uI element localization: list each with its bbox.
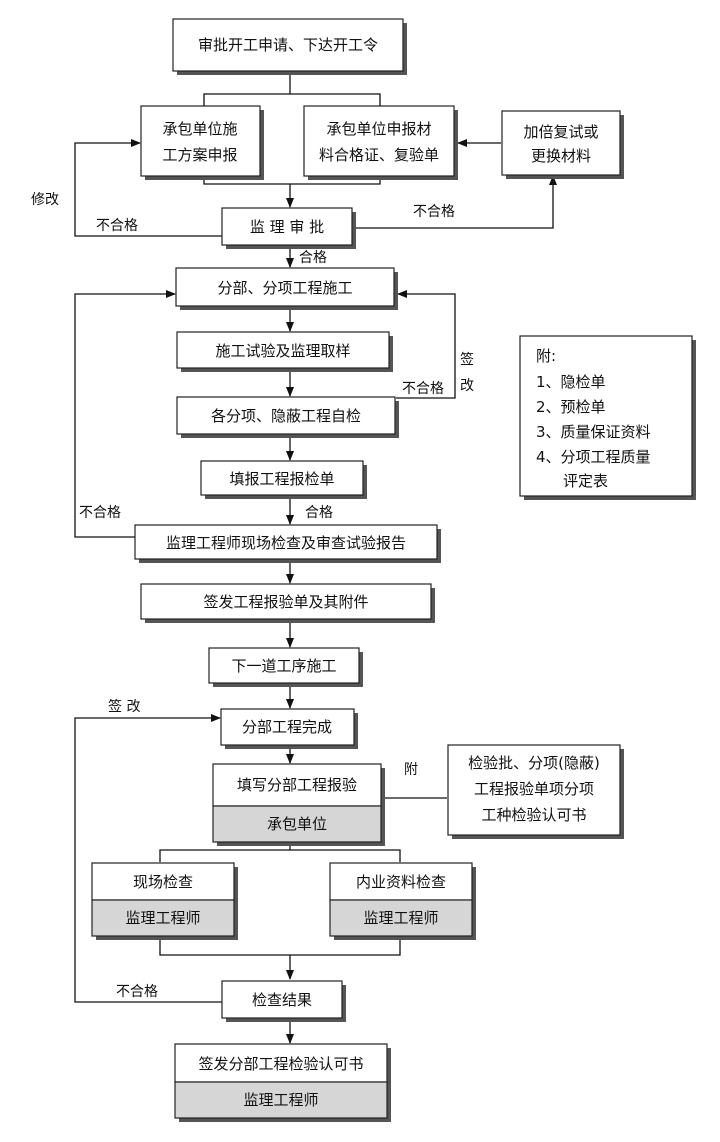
approve-start-text: 审批开工申请、下达开工令 — [198, 36, 378, 54]
self-check-box: 各分项、隐蔽工程自检 — [176, 396, 399, 438]
site-check-box: 现场检查 监理工程师 — [91, 862, 238, 940]
site-check-text: 现场检查 — [133, 873, 193, 891]
fill-report-box: 填报工程报检单 — [200, 460, 367, 499]
label-fail-result: 不合格 — [116, 984, 158, 1000]
legend-item-1: 1、隐检单 — [536, 373, 606, 391]
issue-permit-text: 签发分部工程检验认可书 — [198, 1055, 363, 1073]
legend-title: 附: — [536, 347, 556, 365]
sub-construction-box: 分部、分项工程施工 — [175, 267, 398, 310]
label-fail-right: 不合格 — [413, 204, 455, 220]
label-pass-2: 合格 — [305, 505, 333, 521]
contractor-material-line2: 料合格证、复验单 — [319, 146, 439, 164]
edge-labels: 修改 不合格 不合格 合格 签 改 不合格 不合格 合格 签 改 附 不合格 — [31, 192, 474, 1000]
issue-report-text: 签发工程报验单及其附件 — [203, 593, 368, 611]
doc-check-box: 内业资料检查 监理工程师 — [329, 862, 476, 940]
contractor-plan-box: 承包单位施 工方案申报 — [140, 105, 264, 180]
edge-to-doccheck — [290, 849, 401, 862]
label-fail-left: 不合格 — [96, 218, 138, 234]
issue-report-box: 签发工程报验单及其附件 — [140, 583, 435, 623]
final-engineer-text: 监理工程师 — [243, 1091, 318, 1109]
edge-inspect-fail-loop — [74, 290, 176, 538]
check-result-box: 检查结果 — [221, 980, 346, 1022]
retest-line2: 更换材料 — [531, 147, 591, 165]
label-sign-1: 签 — [460, 351, 474, 368]
doc-engineer-text: 监理工程师 — [363, 909, 438, 927]
sub-construction-text: 分部、分项工程施工 — [217, 279, 352, 297]
engineer-inspect-text: 监理工程师现场检查及审查试验报告 — [166, 534, 406, 552]
approve-start-box: 审批开工申请、下达开工令 — [172, 18, 407, 75]
contractor-material-line1: 承包单位申报材 — [326, 120, 431, 138]
legend-item-4: 4、分项工程质量 — [536, 448, 651, 466]
label-sign-modify: 签 改 — [108, 698, 140, 715]
doc-check-text: 内业资料检查 — [356, 873, 446, 891]
legend-item-4-cont: 评定表 — [563, 472, 608, 490]
contractor-plan-line2: 工方案申报 — [162, 146, 237, 164]
contractor-text: 承包单位 — [267, 815, 327, 833]
legend-item-3: 3、质量保证资料 — [536, 423, 651, 441]
edge-result-fail-loop — [74, 714, 222, 1003]
final-engineer-band — [174, 1081, 388, 1119]
label-attach: 附 — [404, 762, 418, 778]
edge-split-bracket — [203, 93, 381, 106]
next-process-text: 下一道工序施工 — [231, 657, 336, 675]
sampling-box: 施工试验及监理取样 — [176, 331, 393, 372]
edge-fail-to-plan — [74, 139, 222, 237]
supervision-approve-box: 监 理 审 批 — [221, 207, 356, 249]
engineer-inspect-box: 监理工程师现场检查及审查试验报告 — [134, 524, 441, 563]
attachment-line1: 检验批、分项(隐蔽) — [468, 754, 600, 772]
contractor-plan-line1: 承包单位施 — [162, 120, 237, 138]
next-process-box: 下一道工序施工 — [208, 647, 363, 687]
site-engineer-band — [91, 899, 235, 937]
attachment-line2: 工程报验单项分项 — [474, 780, 594, 798]
contractor-band — [212, 805, 382, 843]
edge-selfcheck-fail-loop — [396, 290, 456, 399]
supervision-approve-text: 监 理 审 批 — [250, 218, 324, 236]
sampling-text: 施工试验及监理取样 — [215, 342, 350, 360]
label-fail-inspect: 不合格 — [79, 505, 121, 521]
retest-line1: 加倍复试或 — [523, 123, 598, 141]
fill-part-report-text: 填写分部工程报验 — [237, 776, 357, 794]
label-pass-1: 合格 — [299, 250, 327, 266]
label-fail-selfcheck: 不合格 — [402, 381, 444, 397]
part-complete-text: 分部工程完成 — [242, 718, 332, 736]
check-result-text: 检查结果 — [252, 991, 312, 1009]
label-sign-2: 改 — [460, 378, 474, 394]
doc-engineer-band — [329, 899, 473, 937]
site-engineer-text: 监理工程师 — [125, 909, 200, 927]
part-complete-box: 分部工程完成 — [220, 708, 358, 749]
legend-box: 附: 1、隐检单 2、预检单 3、质量保证资料 4、分项工程质量 评定表 — [519, 335, 696, 500]
edge-join-checks — [159, 937, 401, 956]
fill-part-report-box: 填写分部工程报验 承包单位 — [212, 763, 385, 846]
label-modify: 修改 — [31, 192, 59, 208]
attachment-box: 检验批、分项(隐蔽) 工程报验单项分项 工种检验认可书 — [447, 744, 624, 839]
edge-fail-to-retest — [356, 175, 557, 229]
retest-box: 加倍复试或 更换材料 — [501, 110, 624, 179]
contractor-material-box: 承包单位申报材 料合格证、复验单 — [303, 105, 458, 180]
self-check-text: 各分项、隐蔽工程自检 — [211, 407, 361, 425]
attachment-line3: 工种检验认可书 — [481, 806, 586, 824]
fill-report-text: 填报工程报检单 — [229, 470, 334, 488]
edge-join-bracket — [203, 177, 381, 185]
issue-permit-box: 签发分部工程检验认可书 监理工程师 — [174, 1043, 391, 1122]
legend-item-2: 2、预检单 — [536, 398, 606, 416]
edges — [74, 72, 557, 1044]
edge-to-sitecheck — [159, 843, 291, 862]
